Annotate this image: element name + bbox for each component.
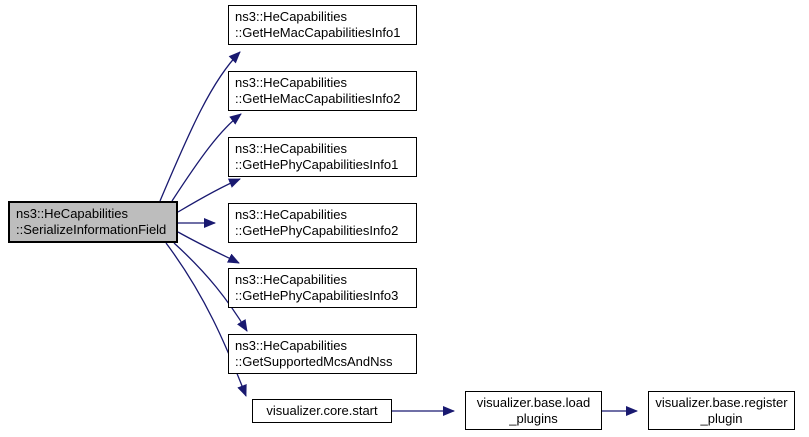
- node-visualizer-base-register-plugin[interactable]: visualizer.base.register _plugin: [648, 391, 795, 430]
- edge-root-to-gethephycapabilitiesinfo1: [177, 178, 241, 213]
- node-get-he-phy-capabilities-info3[interactable]: ns3::HeCapabilities ::GetHePhyCapabiliti…: [228, 268, 417, 308]
- node-serialize-information-field[interactable]: ns3::HeCapabilities ::SerializeInformati…: [8, 201, 178, 243]
- node-label-line: _plugin: [700, 410, 743, 426]
- node-visualizer-base-load-plugins[interactable]: visualizer.base.load _plugins: [465, 391, 602, 430]
- edge-root-to-visualizer-core-start: [165, 242, 247, 397]
- node-label-line: ::GetHeMacCapabilitiesInfo2: [235, 91, 401, 106]
- node-label-line: ::GetHePhyCapabilitiesInfo3: [235, 288, 399, 303]
- node-label-line: _plugins: [509, 410, 558, 426]
- node-label-line: ns3::HeCapabilities: [235, 9, 348, 24]
- node-label-line: visualizer.base.register: [655, 394, 788, 410]
- node-get-he-mac-capabilities-info1[interactable]: ns3::HeCapabilities ::GetHeMacCapabiliti…: [228, 5, 417, 45]
- edge-root-to-gethemaccapabilitiesinfo1: [159, 51, 241, 202]
- node-label-line: ::GetSupportedMcsAndNss: [235, 354, 393, 369]
- node-label-line: ns3::HeCapabilities: [235, 141, 348, 156]
- node-label-line: ns3::HeCapabilities: [235, 207, 348, 222]
- node-label-line: ::GetHeMacCapabilitiesInfo1: [235, 25, 401, 40]
- node-label-line: visualizer.core.start: [266, 403, 378, 418]
- node-get-he-phy-capabilities-info2[interactable]: ns3::HeCapabilities ::GetHePhyCapabiliti…: [228, 203, 417, 243]
- edge-root-to-getsupportedmcsandnss: [173, 242, 248, 332]
- node-label-line: visualizer.base.load: [476, 394, 591, 410]
- node-get-he-mac-capabilities-info2[interactable]: ns3::HeCapabilities ::GetHeMacCapabiliti…: [228, 71, 417, 111]
- node-label-line: ns3::HeCapabilities: [235, 338, 348, 353]
- node-label-line: ns3::HeCapabilities: [235, 272, 348, 287]
- node-label-line: ns3::HeCapabilities: [16, 206, 129, 221]
- node-label-line: ::SerializeInformationField: [16, 222, 167, 237]
- node-label-line: ::GetHePhyCapabilitiesInfo2: [235, 223, 399, 238]
- edge-root-to-gethephycapabilitiesinfo3: [177, 231, 240, 264]
- node-get-supported-mcs-and-nss[interactable]: ns3::HeCapabilities ::GetSupportedMcsAnd…: [228, 334, 417, 374]
- edge-root-to-gethemaccapabilitiesinfo2: [171, 113, 242, 202]
- node-label-line: ::GetHePhyCapabilitiesInfo1: [235, 157, 399, 172]
- node-label-line: ns3::HeCapabilities: [235, 75, 348, 90]
- node-visualizer-core-start[interactable]: visualizer.core.start: [252, 399, 392, 423]
- node-get-he-phy-capabilities-info1[interactable]: ns3::HeCapabilities ::GetHePhyCapabiliti…: [228, 137, 417, 177]
